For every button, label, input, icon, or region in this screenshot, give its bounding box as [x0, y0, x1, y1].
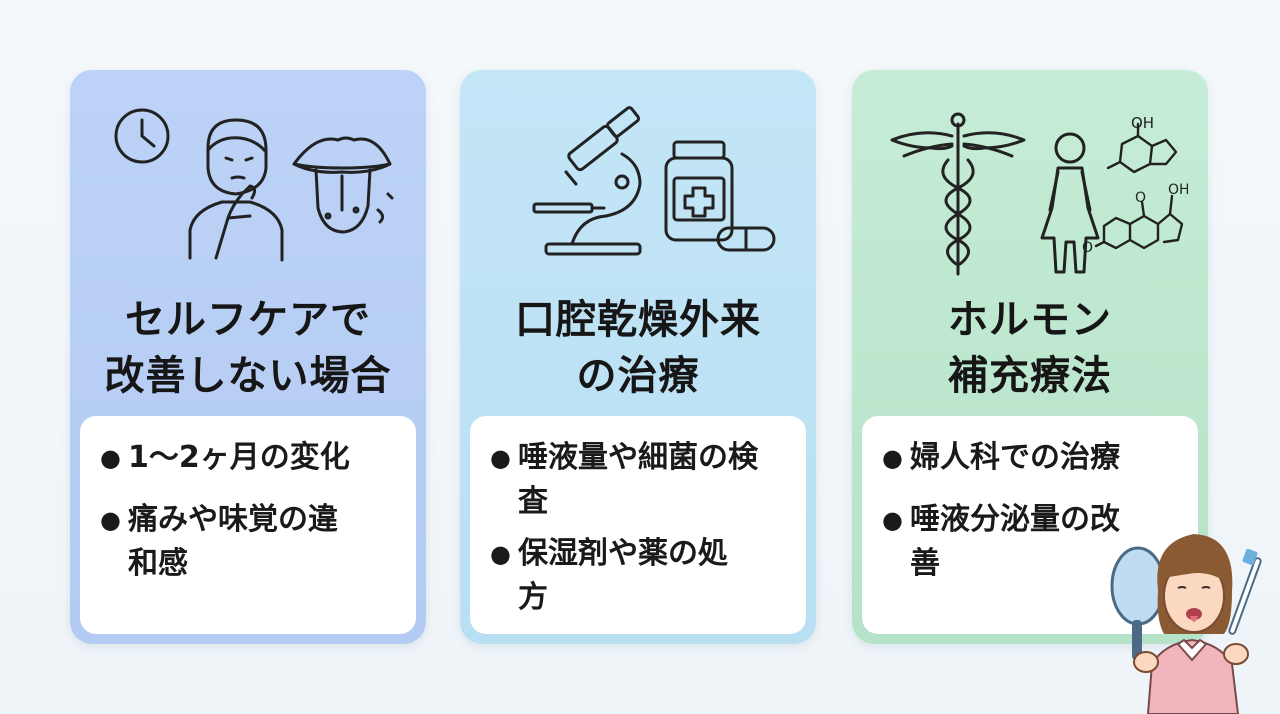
card-title-line: ホルモン [948, 297, 1112, 343]
card-illustration: OH OH O O [872, 98, 1190, 288]
bullet-icon: ● [490, 444, 511, 472]
medicine-bottle-icon [664, 140, 734, 242]
caduceus-icon [890, 112, 1026, 276]
card-title: ホルモン 補充療法 [852, 292, 1208, 404]
mirror-icon [1110, 546, 1166, 660]
list-item-text: 保湿剤や薬の処方 [518, 536, 728, 615]
card-self-care: セルフケアで 改善しない場合 ● 1〜2ヶ月の変化 ● 痛みや味覚の違和感 [70, 70, 426, 644]
bullet-icon: ● [100, 444, 121, 472]
list-item: ● 痛みや味覚の違和感 [100, 498, 398, 586]
card-title-line: セルフケアで [125, 297, 371, 343]
card-hormone-therapy: OH OH O O ホルモン 補充療法 ● 婦人科での治療 ● 唾液分泌量の改善 [852, 70, 1208, 644]
microscope-icon [532, 106, 642, 256]
card-title-line: 改善しない場合 [104, 353, 392, 399]
list-item-text: 痛みや味覚の違和感 [128, 502, 338, 581]
list-item: ● 唾液分泌量の改善 [882, 498, 1180, 586]
woman-figure-icon [1040, 132, 1100, 274]
card-title: 口腔乾燥外来 の治療 [460, 292, 816, 404]
list-item: ● 1〜2ヶ月の変化 [100, 436, 398, 480]
list-item-text: 婦人科での治療 [910, 440, 1120, 475]
list-item-text: 1〜2ヶ月の変化 [128, 440, 350, 475]
pill-capsule-icon [716, 226, 776, 252]
tongue-mouth-icon [292, 136, 394, 234]
woman-mirror-illustration [1108, 516, 1274, 714]
card-title-line: の治療 [576, 353, 700, 399]
list-item: ● 保湿剤や薬の処方 [490, 532, 788, 620]
card-list: ● 唾液量や細菌の検査 ● 保湿剤や薬の処方 [470, 416, 806, 634]
clock-icon [114, 108, 170, 164]
svg-text:O: O [1082, 240, 1093, 256]
svg-text:O: O [1135, 190, 1146, 206]
list-item-text: 唾液分泌量の改善 [910, 502, 1120, 581]
list-item-text: 唾液量や細菌の検査 [518, 440, 758, 519]
card-list: ● 1〜2ヶ月の変化 ● 痛みや味覚の違和感 [80, 416, 416, 634]
card-title-line: 補充療法 [948, 353, 1112, 399]
card-illustration [480, 98, 796, 288]
list-item: ● 婦人科での治療 [882, 436, 1180, 480]
toothbrush-icon [1228, 548, 1262, 635]
list-item: ● 唾液量や細菌の検査 [490, 436, 788, 524]
card-title-line: 口腔乾燥外来 [515, 297, 761, 343]
card-title: セルフケアで 改善しない場合 [70, 292, 426, 404]
bullet-icon: ● [100, 506, 121, 534]
bullet-icon: ● [490, 540, 511, 568]
bullet-icon: ● [882, 444, 903, 472]
card-dry-mouth-clinic: 口腔乾燥外来 の治療 ● 唾液量や細菌の検査 ● 保湿剤や薬の処方 [460, 70, 816, 644]
bullet-icon: ● [882, 506, 903, 534]
svg-text:OH: OH [1168, 182, 1188, 198]
card-illustration [90, 98, 406, 288]
thinking-person-icon [188, 118, 284, 262]
svg-text:OH: OH [1131, 114, 1154, 132]
molecule-oh-icon [1094, 122, 1184, 250]
